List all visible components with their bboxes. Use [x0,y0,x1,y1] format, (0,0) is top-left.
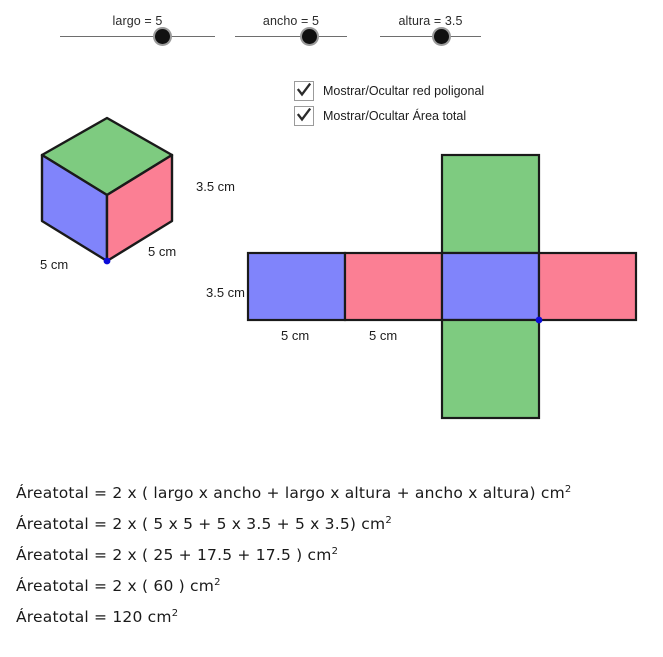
net-cell-bottom-green[interactable] [440,318,541,420]
slider-altura[interactable]: altura = 3.5 [380,14,481,48]
prism-height-label: 3.5 cm [196,179,236,194]
formula-line-2-exponent: 2 [385,514,392,526]
prism-face-front[interactable] [105,153,174,263]
formula-line-3-exponent: 2 [331,545,339,557]
slider-ancho[interactable]: ancho = 5 [235,14,347,48]
slider-largo-label: largo = 5 [112,14,163,28]
slider-ancho-knob[interactable] [301,29,317,44]
net-cell-center-blue[interactable] [440,251,541,322]
checkbox-row-red-poligonal[interactable]: Mostrar/Ocultar red poligonal [294,80,484,102]
formula-line-4-exponent: 2 [214,576,221,588]
formula-line-1-exponent: 2 [564,483,572,495]
net-height-label: 3.5 cm [206,285,246,300]
net-cell-mid-pink[interactable] [343,251,444,322]
prism-depth-label: 5 cm [40,257,69,272]
checkbox-area-total-label: Mostrar/Ocultar Área total [323,109,467,123]
prism-width-label: 5 cm [148,244,177,259]
area-formula-block: Áreatotal = 2 x ( largo x ancho + largo … [16,478,656,633]
prism-vertex-point[interactable] [103,257,111,265]
formula-line-5: Áreatotal = 120 cm2 [16,602,656,633]
slider-largo-track[interactable] [60,36,215,37]
formula-line-5-exponent: 2 [171,607,179,619]
slider-altura-track[interactable] [380,36,481,37]
net-cell-right-pink[interactable] [537,251,638,322]
formula-line-3: Áreatotal = 2 x ( 25 + 17.5 + 17.5 ) cm2 [16,540,656,571]
checkbox-area-total[interactable] [294,106,314,126]
slider-altura-knob[interactable] [433,29,449,44]
checkbox-red-poligonal[interactable] [294,81,314,101]
net-width-label-1: 5 cm [281,328,310,343]
checkbox-red-poligonal-label: Mostrar/Ocultar red poligonal [323,84,485,98]
slider-altura-label: altura = 3.5 [398,14,463,28]
formula-line-4: Áreatotal = 2 x ( 60 ) cm2 [16,571,656,602]
prism-3d[interactable] [30,108,190,273]
net-width-label-2: 5 cm [369,328,398,343]
formula-line-4-text: Áreatotal = 2 x ( 60 ) cm [16,577,215,595]
formula-line-2-text: Áreatotal = 2 x ( 5 x 5 + 5 x 3.5 + 5 x … [16,515,386,533]
check-icon [296,82,312,97]
net-vertex-point[interactable] [535,316,543,324]
slider-ancho-label: ancho = 5 [262,14,320,28]
slider-ancho-track[interactable] [235,36,347,37]
formula-line-1: Áreatotal = 2 x ( largo x ancho + largo … [16,478,656,509]
prism-net[interactable] [244,151,644,427]
formula-line-5-text: Áreatotal = 120 cm [16,608,172,626]
checkbox-row-area-total[interactable]: Mostrar/Ocultar Área total [294,105,466,127]
formula-line-3-text: Áreatotal = 2 x ( 25 + 17.5 + 17.5 ) cm [16,546,332,564]
formula-line-1-text: Áreatotal = 2 x ( largo x ancho + largo … [16,484,565,502]
net-cell-left-blue[interactable] [246,251,347,322]
check-icon [296,107,312,122]
slider-largo[interactable]: largo = 5 [60,14,215,48]
slider-largo-knob[interactable] [155,29,171,44]
formula-line-2: Áreatotal = 2 x ( 5 x 5 + 5 x 3.5 + 5 x … [16,509,656,540]
net-cell-top-green[interactable] [440,153,541,255]
